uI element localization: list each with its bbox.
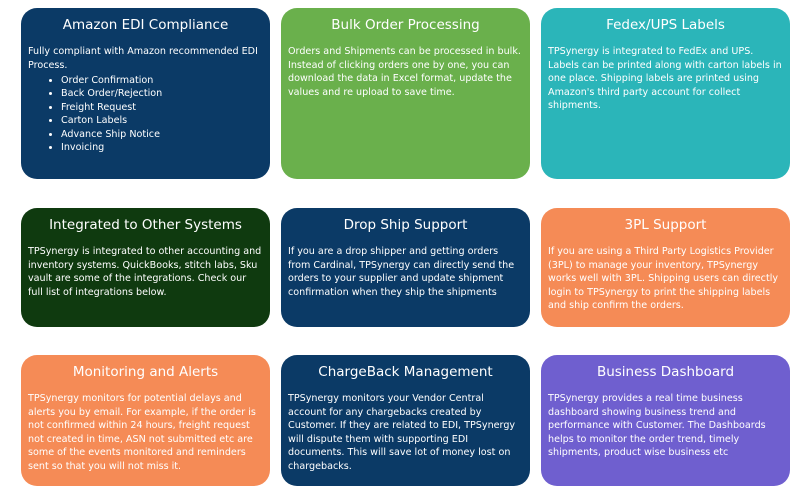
feature-card-bulk-order-processing: Bulk Order Processing Orders and Shipmen… [281,8,530,179]
card-title: Amazon EDI Compliance [62,17,229,33]
feature-list: Order Confirmation Back Order/Rejection … [28,74,263,154]
card-description: If you are a drop shipper and getting or… [288,246,515,298]
card-title: Monitoring and Alerts [72,364,219,380]
list-item: Carton Labels [61,114,263,127]
card-title: Fedex/UPS Labels [606,17,725,33]
card-title: Drop Ship Support [343,217,468,233]
list-item: Invoicing [61,141,263,154]
feature-card-drop-ship-support: Drop Ship Support If you are a drop ship… [281,208,530,327]
card-title: 3PL Support [624,217,707,233]
feature-card-fedex-ups-labels: Fedex/UPS Labels TPSynergy is integrated… [541,8,790,179]
feature-card-monitoring-alerts: Monitoring and Alerts TPSynergy monitors… [21,355,270,486]
card-title: Business Dashboard [596,364,735,380]
card-title: Integrated to Other Systems [49,217,242,233]
list-item: Advance Ship Notice [61,128,263,141]
card-title: ChargeBack Management [318,364,493,380]
list-item: Freight Request [61,101,263,114]
feature-card-business-dashboard: Business Dashboard TPSynergy provides a … [541,355,790,486]
list-item: Order Confirmation [61,74,263,87]
feature-card-chargeback-management: ChargeBack Management TPSynergy monitors… [281,355,530,486]
card-description: TPSynergy provides a real time business … [548,393,766,458]
card-title: Bulk Order Processing [331,17,480,33]
card-description: TPSynergy monitors your Vendor Central a… [288,393,516,472]
feature-card-amazon-edi-compliance: Amazon EDI Compliance Fully compliant wi… [21,8,270,179]
card-description: Fully compliant with Amazon recommended … [28,46,258,71]
card-description: If you are using a Third Party Logistics… [548,246,779,311]
card-description: TPSynergy monitors for potential delays … [28,393,256,472]
card-description: TPSynergy is integrated to FedEx and UPS… [548,46,782,111]
feature-card-3pl-support: 3PL Support If you are using a Third Par… [541,208,790,327]
feature-card-integrated-systems: Integrated to Other Systems TPSynergy is… [21,208,270,327]
card-description: Orders and Shipments can be processed in… [288,46,521,98]
card-description: TPSynergy is integrated to other account… [28,246,262,298]
list-item: Back Order/Rejection [61,87,263,100]
